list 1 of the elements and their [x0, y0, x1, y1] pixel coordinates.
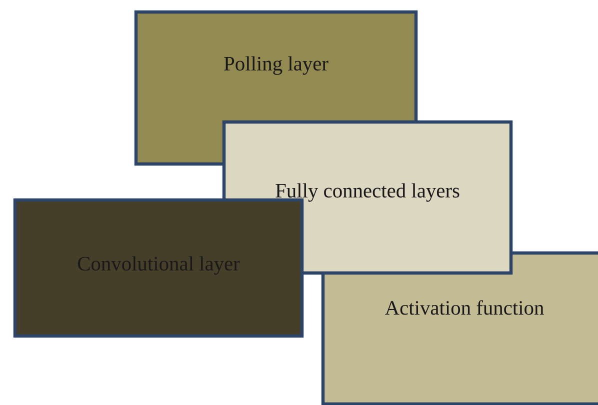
layer-box: Activation function — [321, 251, 598, 405]
